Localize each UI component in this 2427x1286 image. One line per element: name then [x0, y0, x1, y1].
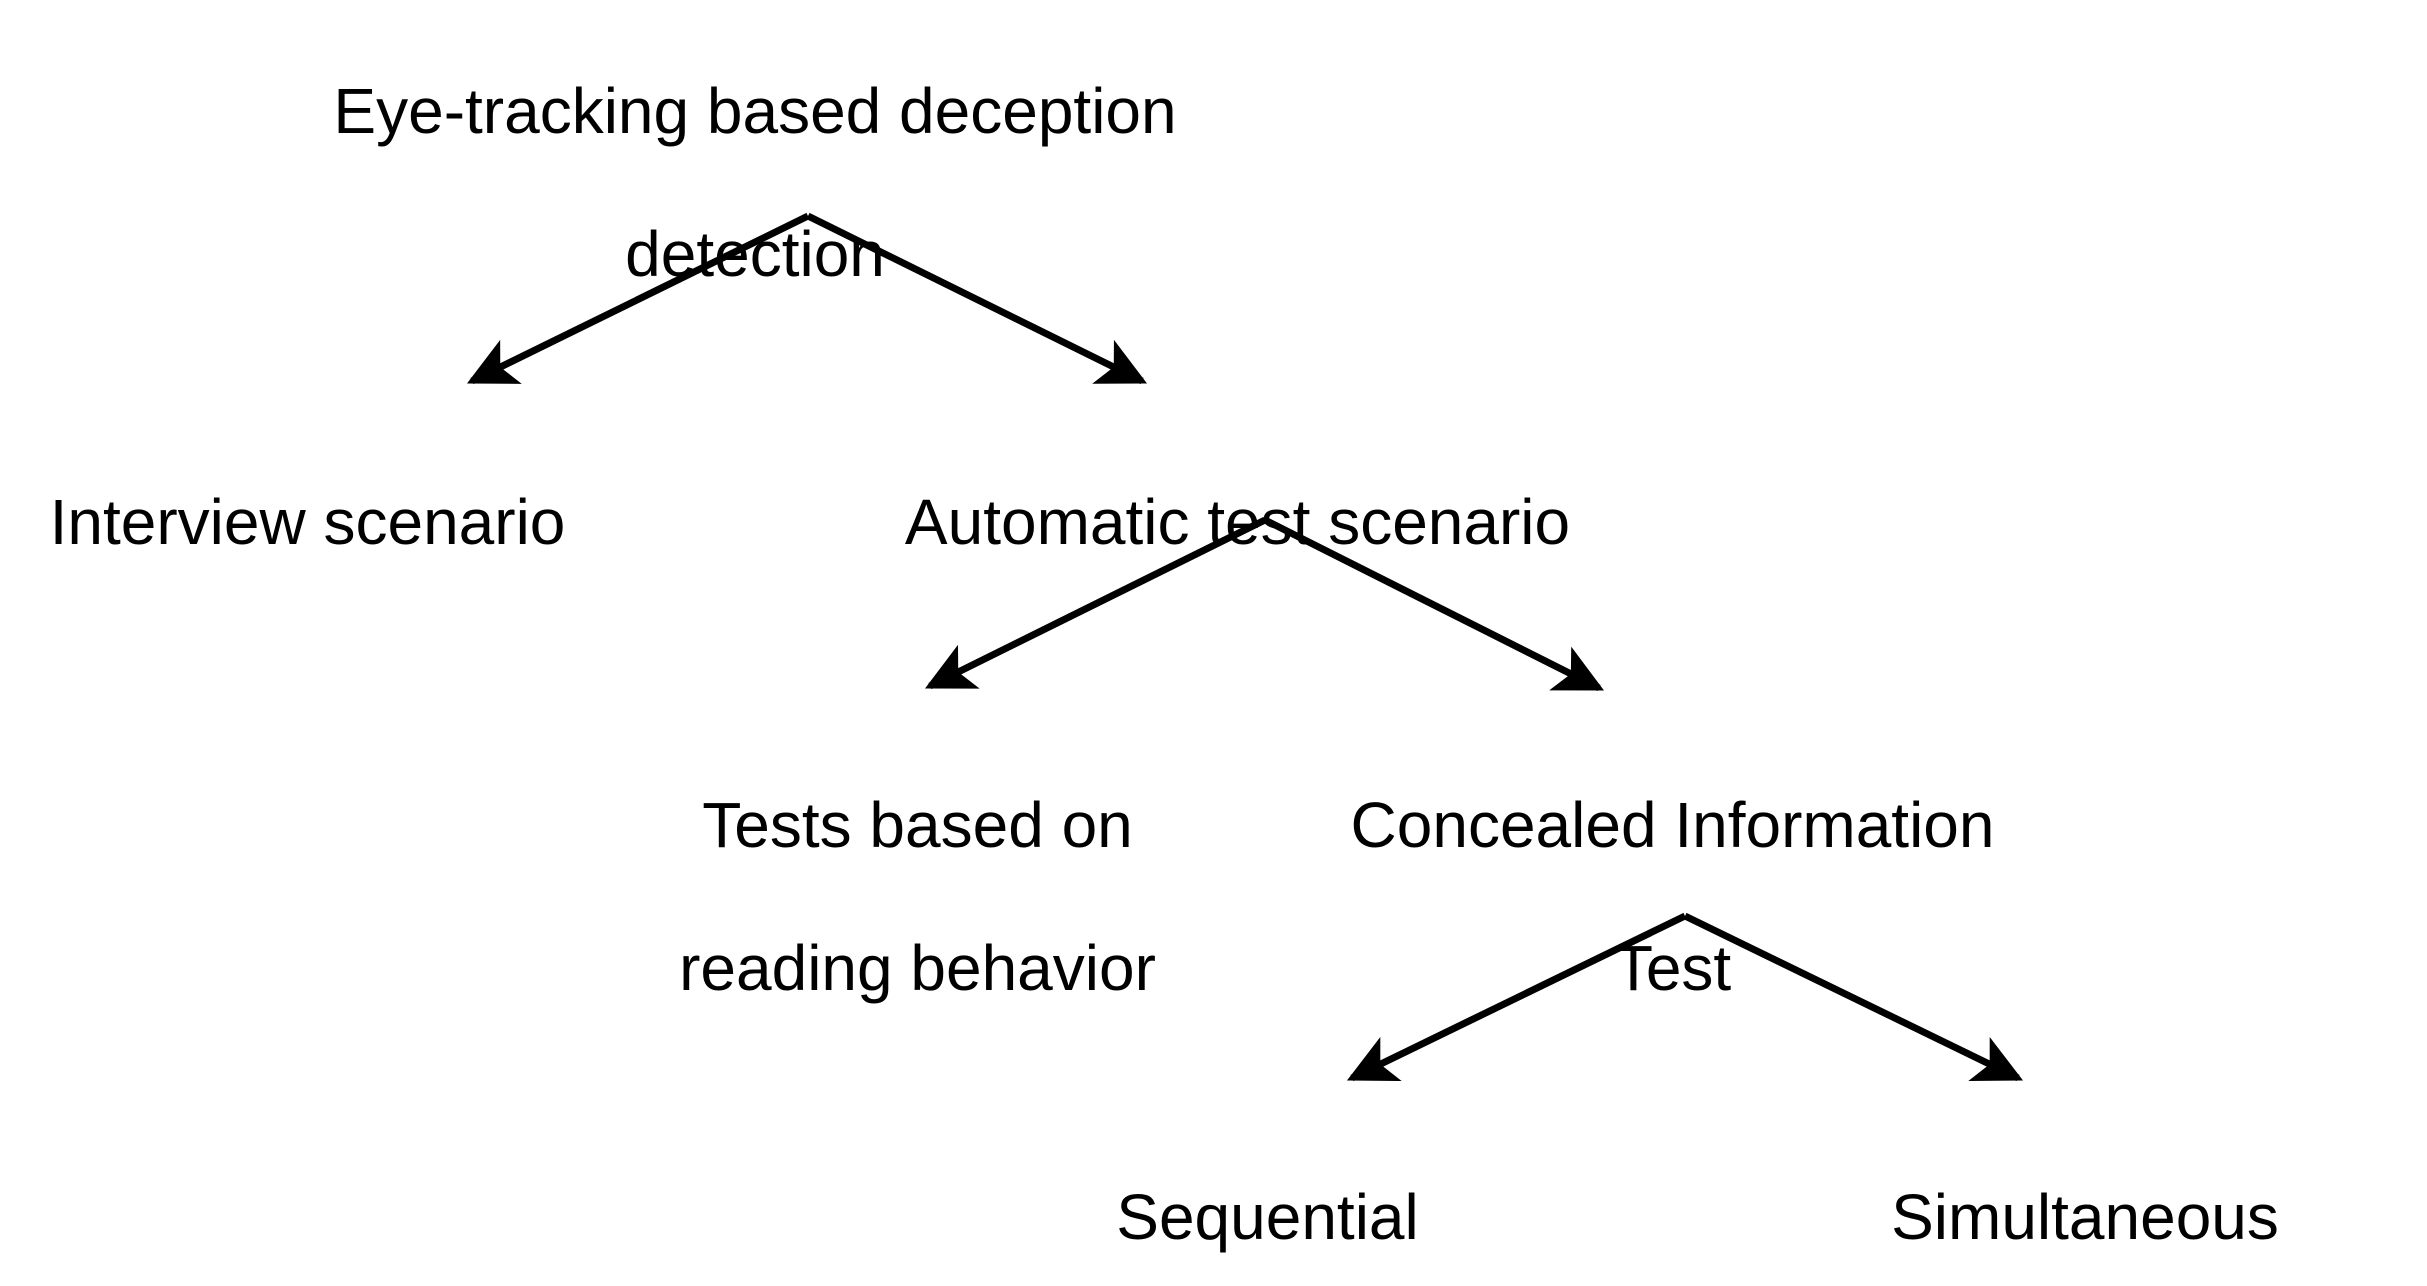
- node-automatic-test-scenario: Automatic test scenario: [835, 415, 1640, 630]
- node-cit-line-2: Test: [1613, 932, 1732, 1005]
- node-simultaneous-presentation-of-stimuli: Simultaneous presentation of stimuli: [1735, 1110, 2427, 1286]
- node-sequential-presentation-of-stimuli: Sequential presentation of stimuli: [880, 1110, 1655, 1286]
- node-reading-tests-line-2: reading behavior: [679, 932, 1156, 1005]
- node-interview-line-1: Interview scenario: [49, 485, 566, 558]
- node-reading-tests-line-1: Tests based on: [702, 788, 1133, 861]
- node-concealed-information-test: Concealed Information Test: [1280, 718, 2065, 1076]
- node-tests-based-on-reading-behavior: Tests based on reading behavior: [500, 718, 1335, 1076]
- node-cit-line-1: Concealed Information: [1350, 788, 1995, 861]
- node-root-line-1: Eye-tracking based deception: [333, 74, 1177, 147]
- node-interview-scenario: Interview scenario: [0, 415, 640, 630]
- node-root-line-2: detection: [625, 218, 885, 291]
- node-simultaneous-line-1: Simultaneous: [1891, 1180, 2279, 1253]
- node-sequential-line-1: Sequential: [1116, 1180, 1419, 1253]
- node-root-eye-tracking-deception-detection: Eye-tracking based deception detection: [150, 4, 1360, 362]
- node-automatic-line-1: Automatic test scenario: [904, 485, 1571, 558]
